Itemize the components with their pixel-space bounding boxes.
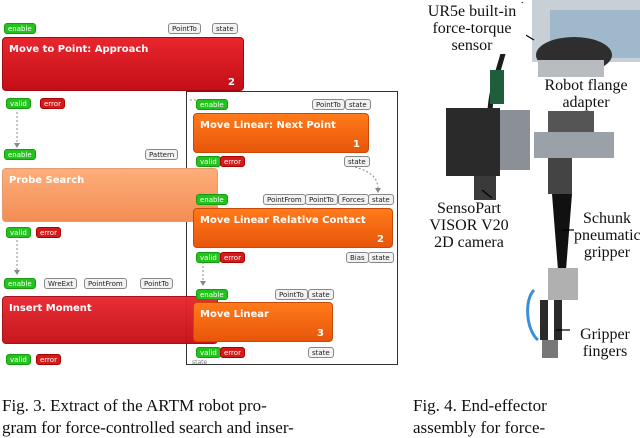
- linear-enable-pill[interactable]: enable: [196, 289, 228, 300]
- node-move-to-point-approach[interactable]: Move to Point: Approach 2: [2, 37, 244, 91]
- mount-plate: [534, 132, 614, 158]
- label-line: Gripper: [580, 326, 630, 343]
- label-gripper-fingers: Gripper fingers: [572, 326, 638, 360]
- frame-state-label: state: [192, 359, 208, 366]
- relative-pointto-pill[interactable]: PointTo: [305, 194, 338, 205]
- connector-lines: [14, 99, 381, 286]
- node-number: 3: [317, 328, 324, 339]
- insert-pointto-pill[interactable]: PointTo: [140, 278, 173, 289]
- fig3-caption-line2: gram for force-controlled search and ins…: [2, 418, 294, 437]
- linear-error-pill[interactable]: error: [220, 347, 245, 358]
- label-line: Robot flange: [544, 77, 628, 94]
- insert-wrext-pill[interactable]: WreExt: [44, 278, 77, 289]
- insert-valid-pill[interactable]: valid: [6, 354, 31, 365]
- label-force-torque-sensor: UR5e built-in force-torque sensor: [418, 3, 526, 54]
- cable-connector: [490, 70, 504, 104]
- pneumatic-hose: [526, 288, 540, 342]
- probe-error-pill[interactable]: error: [36, 227, 61, 238]
- probe-pattern-pill[interactable]: Pattern: [145, 149, 179, 160]
- finger-left: [540, 300, 548, 340]
- probe-enable-pill[interactable]: enable: [4, 149, 36, 160]
- next-pointto-pill[interactable]: PointTo: [312, 99, 345, 110]
- node-insert-moment[interactable]: Insert Moment: [2, 296, 218, 344]
- sub-program-frame: [186, 91, 398, 365]
- node-title: Probe Search: [9, 175, 85, 186]
- node-move-linear-relative-contact[interactable]: Move Linear Relative Contact 2: [193, 208, 393, 248]
- next-state-out-pill[interactable]: state: [344, 156, 370, 167]
- gripper-housing: [548, 158, 572, 194]
- insert-enable-pill[interactable]: enable: [4, 278, 36, 289]
- approach-valid-pill[interactable]: valid: [6, 98, 31, 109]
- next-enable-pill[interactable]: enable: [196, 99, 228, 110]
- label-line: SensoPart: [437, 200, 501, 217]
- node-title: Move Linear: [200, 309, 269, 320]
- next-error-pill[interactable]: error: [220, 156, 245, 167]
- label-line: 2D camera: [434, 234, 504, 251]
- label-schunk-gripper: Schunk pneumatic gripper: [574, 210, 640, 261]
- relative-pointfrom-pill[interactable]: PointFrom: [263, 194, 306, 205]
- node-title: Move to Point: Approach: [9, 44, 149, 55]
- label-line: force-torque: [432, 20, 512, 37]
- gripper-jaw: [548, 268, 578, 300]
- node-title: Move Linear: Next Point: [200, 120, 336, 131]
- end-effector-illustration: [446, 0, 640, 358]
- camera-bracket: [500, 110, 530, 170]
- approach-enable-pill[interactable]: enable: [4, 23, 36, 34]
- probe-valid-pill[interactable]: valid: [6, 227, 31, 238]
- label-line: pneumatic: [574, 227, 640, 244]
- fig3-caption-line1: Fig. 3. Extract of the ARTM robot pro-: [2, 396, 267, 415]
- relative-enable-pill[interactable]: enable: [196, 194, 228, 205]
- node-move-linear[interactable]: Move Linear 3: [193, 302, 333, 342]
- next-state-pill[interactable]: state: [345, 99, 371, 110]
- node-number: 2: [228, 77, 235, 88]
- linear-state-out-pill[interactable]: state: [308, 347, 334, 358]
- relative-state-pill[interactable]: state: [368, 194, 394, 205]
- label-line: fingers: [582, 343, 628, 360]
- linear-state-pill[interactable]: state: [308, 289, 334, 300]
- insert-error-pill[interactable]: error: [36, 354, 61, 365]
- relative-forces-pill[interactable]: Forces: [338, 194, 369, 205]
- relative-bias-pill[interactable]: Bias: [346, 252, 369, 263]
- node-title: Insert Moment: [9, 303, 92, 314]
- approach-state-pill[interactable]: state: [212, 23, 238, 34]
- relative-state-out-pill[interactable]: state: [368, 252, 394, 263]
- label-line: gripper: [583, 244, 631, 261]
- node-number: 2: [377, 234, 384, 245]
- node-probe-search[interactable]: Probe Search: [2, 168, 218, 222]
- finger-tips: [542, 340, 558, 358]
- gripper-body: [552, 194, 572, 270]
- label-line: UR5e built-in: [427, 3, 517, 20]
- finger-right: [554, 300, 562, 340]
- fig4-caption-line2: assembly for force-: [413, 418, 546, 437]
- approach-pointto-pill[interactable]: PointTo: [168, 23, 201, 34]
- label-line: Schunk: [583, 210, 631, 227]
- label-line: VISOR V20: [429, 217, 509, 234]
- camera-lens: [474, 176, 496, 202]
- camera-body: [446, 108, 500, 176]
- relative-valid-pill[interactable]: valid: [196, 252, 221, 263]
- label-line: sensor: [451, 37, 493, 54]
- next-valid-pill[interactable]: valid: [196, 156, 221, 167]
- label-robot-flange-adapter: Robot flange adapter: [533, 77, 639, 111]
- insert-pointfrom-pill[interactable]: PointFrom: [84, 278, 127, 289]
- node-title: Move Linear Relative Contact: [200, 215, 366, 226]
- label-line: adapter: [562, 94, 610, 111]
- node-move-linear-next-point[interactable]: Move Linear: Next Point 1: [193, 113, 369, 153]
- relative-error-pill[interactable]: error: [220, 252, 245, 263]
- approach-error-pill[interactable]: error: [40, 98, 65, 109]
- node-number: 1: [353, 139, 360, 150]
- fig4-caption-line1: Fig. 4. End-effector: [413, 396, 547, 415]
- label-sensopart-camera: SensoPart VISOR V20 2D camera: [418, 200, 520, 251]
- linear-pointto-pill[interactable]: PointTo: [275, 289, 308, 300]
